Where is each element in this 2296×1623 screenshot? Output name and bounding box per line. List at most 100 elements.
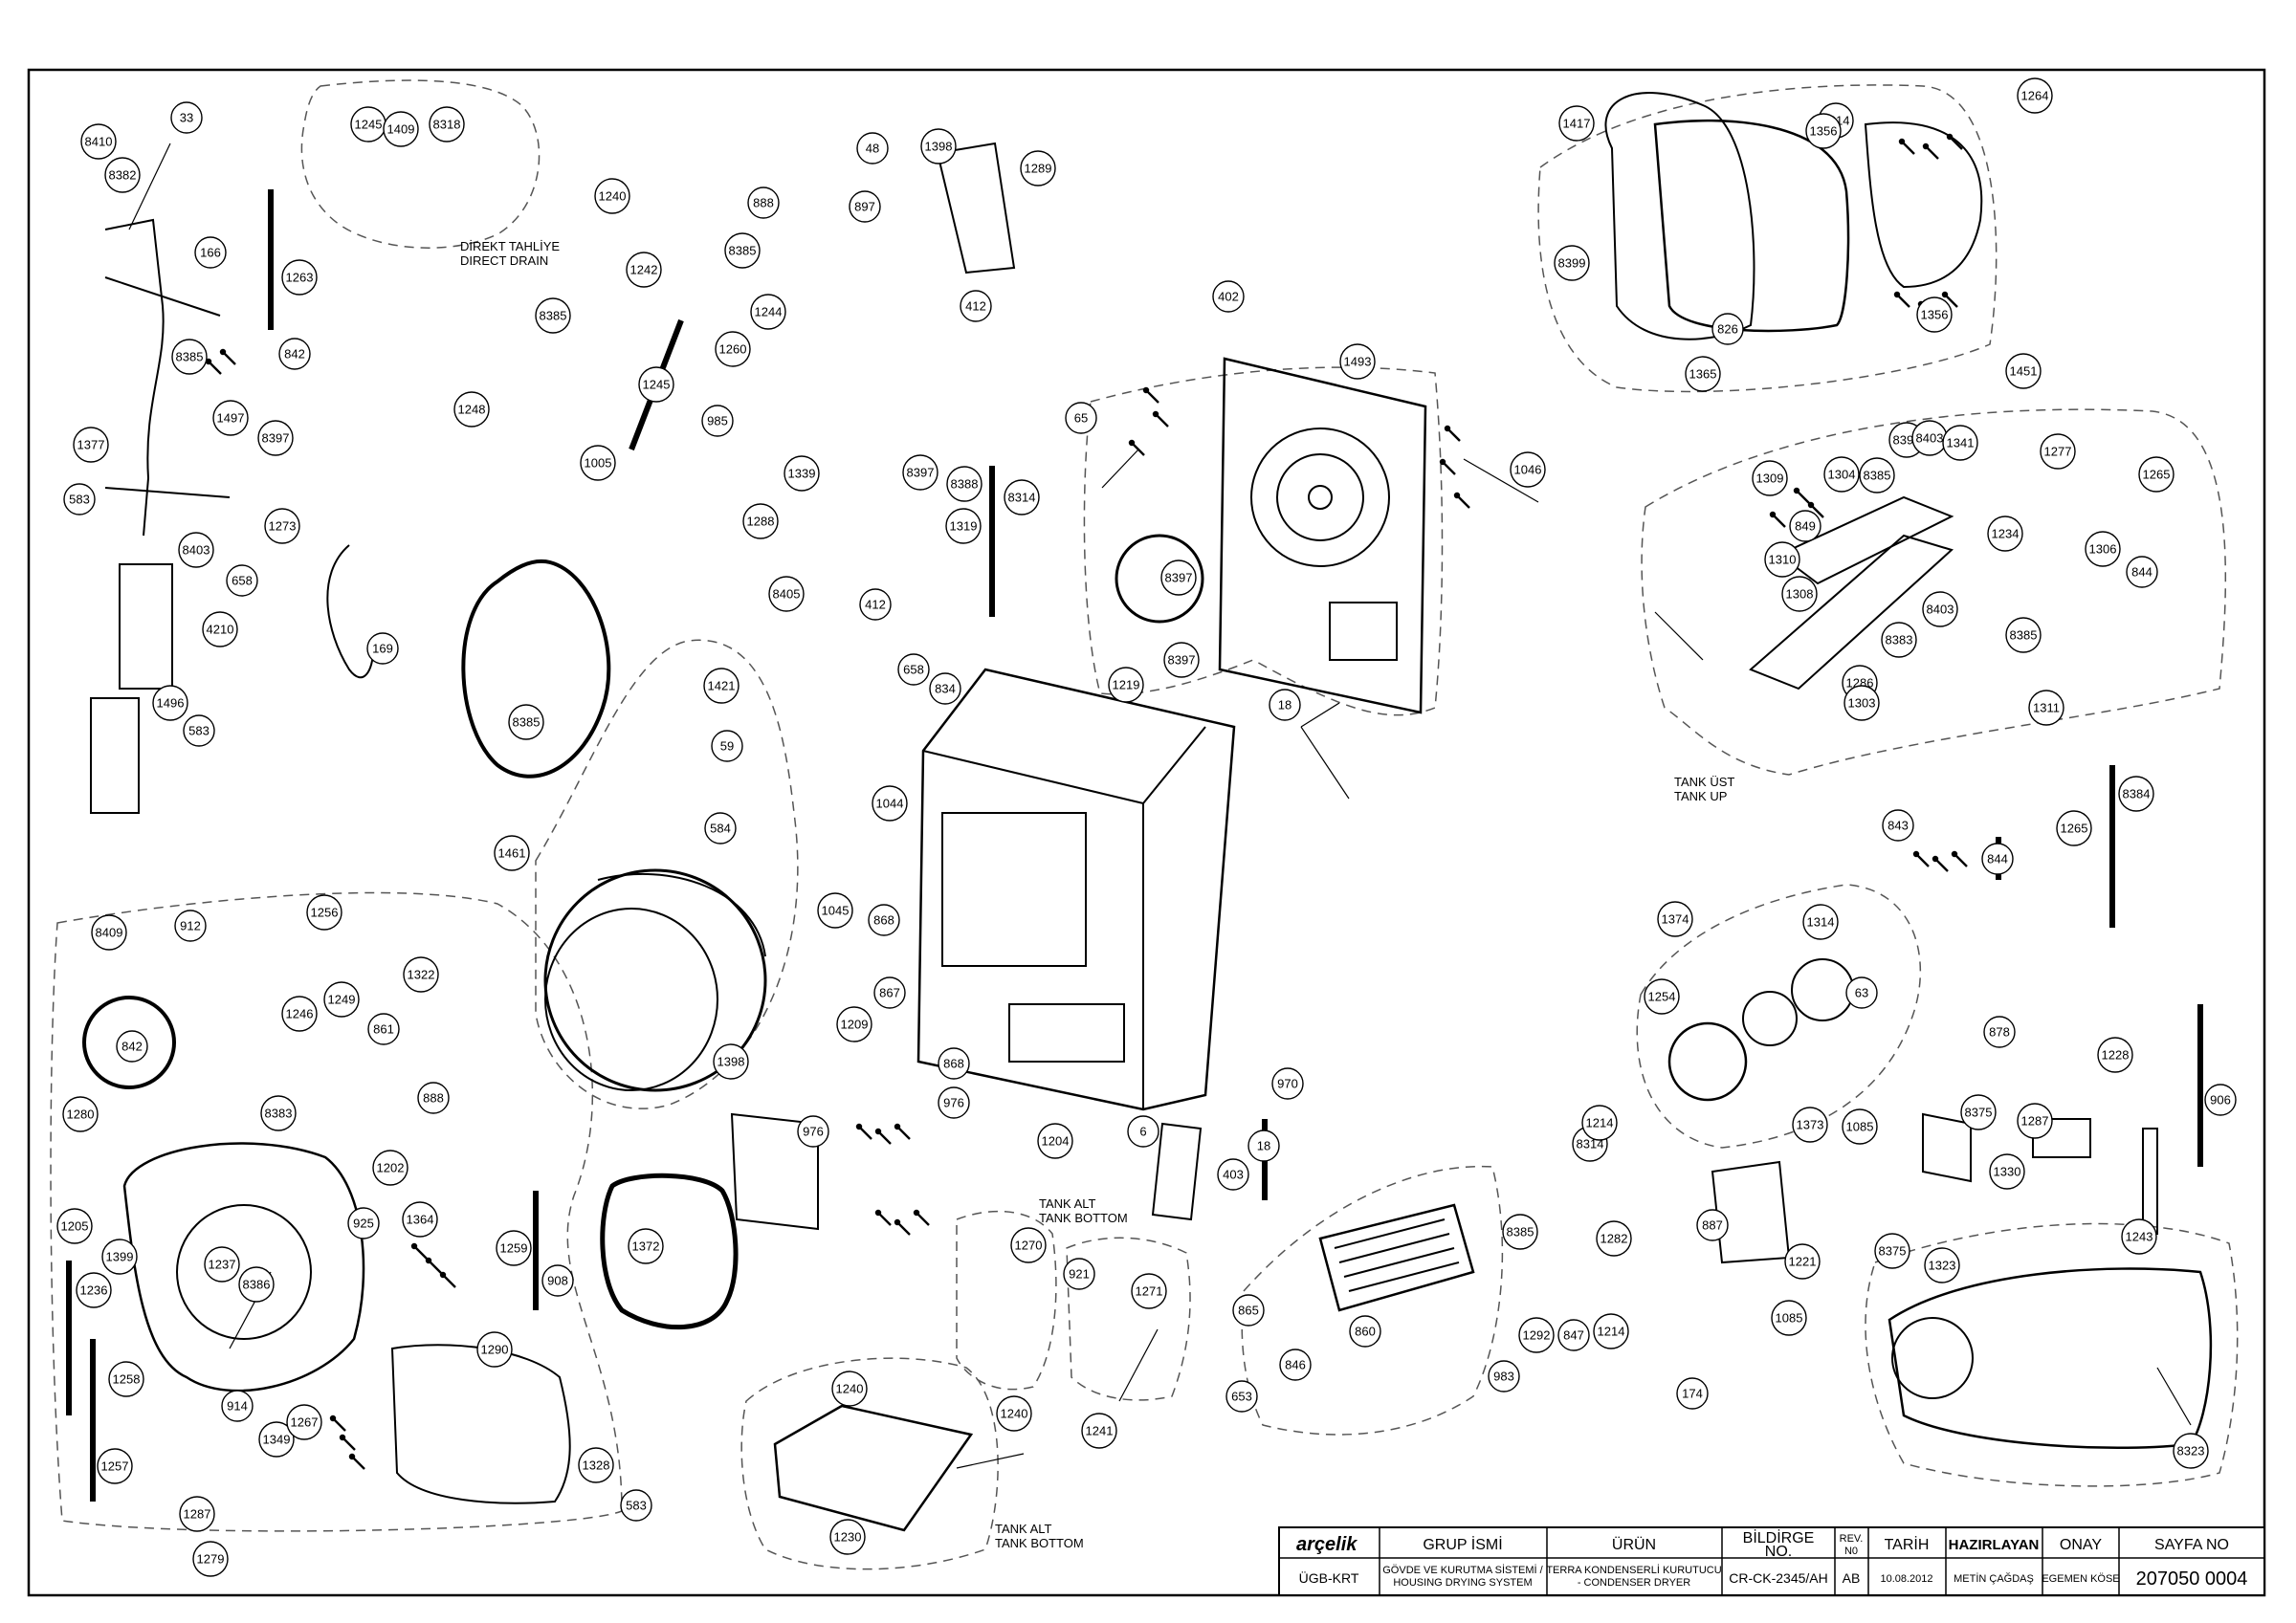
callout-circle — [1108, 667, 1144, 703]
callout-1209: 1209 — [836, 1006, 872, 1042]
callout-circle — [750, 294, 786, 330]
callout-number: 1308 — [1786, 587, 1814, 602]
callout-circle — [323, 981, 360, 1018]
callout-circle — [1874, 1233, 1910, 1269]
callout-1417: 1417 — [1558, 105, 1595, 142]
callout-circle — [1987, 515, 2023, 552]
callout-8397: 8397 — [1163, 642, 1200, 678]
callout-circle — [1916, 296, 1953, 333]
rev-header-line2: N0 — [1844, 1546, 1858, 1557]
tank-bottom-label-tr-2: TANK ALT — [995, 1522, 1052, 1536]
callout-number: 1209 — [841, 1018, 869, 1032]
callout-403: 403 — [1217, 1158, 1249, 1191]
callout-number: 59 — [720, 739, 734, 754]
callout-846: 846 — [1279, 1349, 1312, 1381]
callout-number: 1287 — [184, 1507, 211, 1522]
callout-circle — [859, 588, 892, 621]
callout-circle — [1518, 1317, 1555, 1353]
callout-circle — [116, 1030, 148, 1063]
callout-1219: 1219 — [1108, 667, 1144, 703]
callout-1245: 1245 — [638, 366, 674, 403]
callout-1377: 1377 — [73, 427, 109, 463]
callout-number: 1328 — [583, 1459, 610, 1473]
callout-circle — [281, 996, 318, 1032]
callout-number: 1273 — [269, 519, 297, 534]
callout-circle — [2005, 617, 2042, 653]
callout-653: 653 — [1225, 1380, 1258, 1413]
callout-906: 906 — [2204, 1084, 2237, 1116]
callout-circle — [578, 1447, 614, 1483]
callout-8397: 8397 — [1160, 559, 1197, 596]
callout-circle — [1488, 1360, 1520, 1393]
callout-circle — [1771, 1300, 1807, 1336]
callout-circle — [260, 1095, 297, 1131]
callout-circle — [2040, 433, 2076, 470]
callout-1310: 1310 — [1764, 541, 1800, 578]
callout-circle — [402, 1201, 438, 1238]
callout-circle — [257, 420, 294, 456]
callout-1497: 1497 — [212, 400, 249, 436]
callout-8399: 8399 — [1554, 245, 1590, 281]
callout-1248: 1248 — [453, 391, 490, 428]
callout-1205: 1205 — [56, 1208, 93, 1244]
callout-number: 1364 — [407, 1213, 434, 1227]
callout-circle — [1922, 591, 1958, 627]
callout-circle — [1983, 1016, 2016, 1048]
callout-circle — [1339, 343, 1376, 380]
callout-number: 921 — [1069, 1267, 1090, 1282]
callout-1249: 1249 — [323, 981, 360, 1018]
callout-number: 8318 — [433, 118, 461, 132]
callout-8405: 8405 — [768, 576, 805, 612]
callout-1085: 1085 — [1771, 1300, 1807, 1336]
callout-1254: 1254 — [1644, 978, 1680, 1015]
callout-number: 1309 — [1756, 472, 1784, 486]
callout-8410: 8410 — [80, 123, 117, 160]
callout-circle — [1510, 451, 1546, 488]
callout-8386: 8386 — [238, 1266, 275, 1303]
callout-number: 412 — [865, 598, 886, 612]
callout-circle — [580, 445, 616, 481]
callout-circle — [97, 1448, 133, 1484]
callout-number: 1259 — [500, 1241, 528, 1256]
callout-number: 8314 — [1008, 491, 1036, 505]
callout-circle — [476, 1331, 513, 1368]
approved-by-header: ONAY — [2060, 1537, 2102, 1553]
callout-number: 1265 — [2143, 468, 2171, 482]
callout-number: 1319 — [950, 519, 978, 534]
callout-circle — [1232, 1294, 1265, 1327]
callout-8385: 8385 — [535, 297, 571, 334]
callout-circle — [2121, 1218, 2157, 1255]
callout-1241: 1241 — [1081, 1413, 1117, 1449]
callout-number: 914 — [227, 1399, 248, 1414]
callout-number: 1258 — [113, 1372, 141, 1387]
callout-1303: 1303 — [1843, 685, 1880, 721]
callout-circle — [372, 1150, 408, 1186]
callout-166: 166 — [194, 236, 227, 269]
callout-8314: 8314 — [1004, 479, 1040, 515]
callout-number: 860 — [1355, 1325, 1376, 1339]
callout-circle — [1843, 685, 1880, 721]
callout-circle — [960, 290, 992, 322]
callout-1246: 1246 — [281, 996, 318, 1032]
callout-number: 1279 — [197, 1552, 225, 1567]
callout-number: 1493 — [1344, 355, 1372, 369]
callout-circle — [929, 672, 961, 705]
callout-1287: 1287 — [179, 1496, 215, 1532]
callout-circle — [152, 685, 188, 721]
callout-circle — [868, 904, 900, 936]
callout-1236: 1236 — [76, 1272, 112, 1308]
callout-8384: 8384 — [2118, 776, 2154, 812]
callout-circle — [453, 391, 490, 428]
callout-8375: 8375 — [1960, 1094, 1997, 1130]
callout-circle — [1065, 402, 1097, 434]
callout-number: 1271 — [1136, 1284, 1163, 1299]
callout-number: 976 — [943, 1096, 964, 1110]
callout-circle — [170, 101, 203, 134]
drawing-date: 10.08.2012 — [1880, 1573, 1932, 1585]
callout-1264: 1264 — [2017, 77, 2053, 114]
callout-number: 1310 — [1769, 553, 1797, 567]
callout-number: 1341 — [1947, 436, 1975, 450]
callout-number: 834 — [935, 682, 956, 696]
callout-circle — [711, 730, 743, 762]
tank-bottom-label-en-2: TANK BOTTOM — [995, 1536, 1084, 1550]
